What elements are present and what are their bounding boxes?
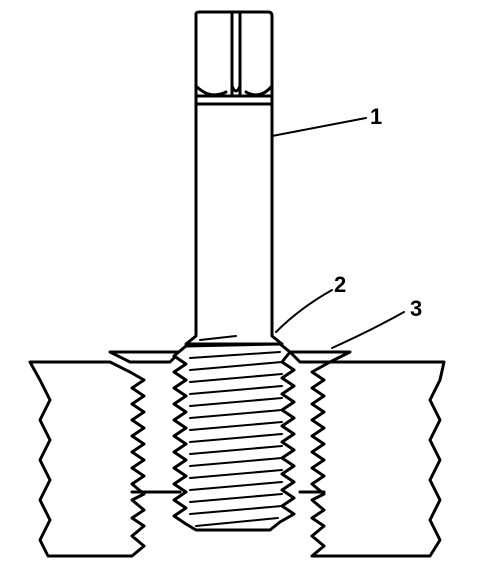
leader-lines [271, 117, 405, 349]
callout-1: 1 [370, 104, 382, 129]
insert-flange [108, 350, 352, 364]
thread-crests [189, 351, 283, 527]
workpiece-right-section [310, 360, 446, 558]
callout-2: 2 [334, 272, 346, 297]
threaded-insert [172, 342, 296, 532]
installer-tool-shaft [184, 10, 284, 346]
leader-3 [331, 311, 405, 349]
callout-3: 3 [410, 296, 422, 321]
leader-1 [271, 117, 367, 137]
callout-labels: 1 2 3 [334, 104, 422, 321]
leader-2 [275, 289, 333, 333]
workpiece-left-section [28, 360, 146, 558]
